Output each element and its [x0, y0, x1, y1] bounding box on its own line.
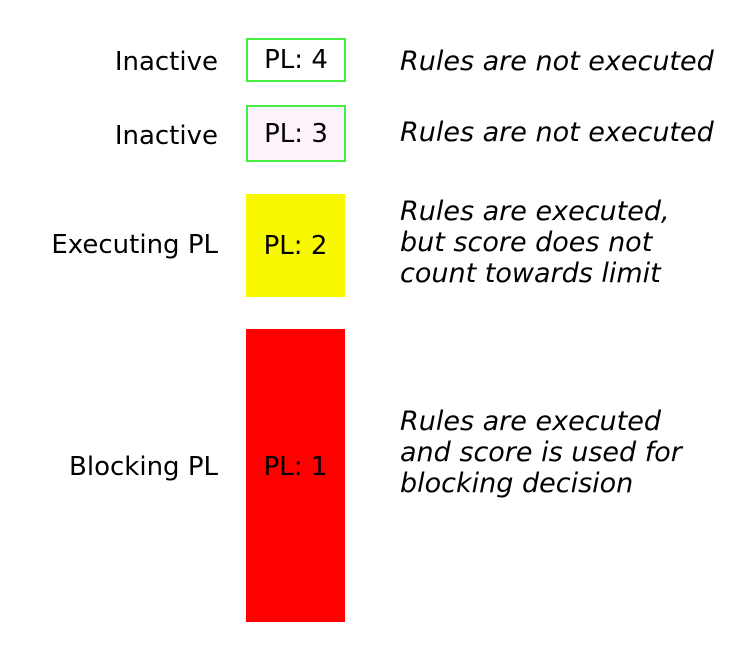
pl1-box: PL: 1 — [246, 329, 345, 622]
pl3-box: PL: 3 — [246, 105, 346, 162]
description-pl3: Rules are not executed — [400, 117, 714, 148]
label-inactive-pl4: Inactive — [114, 47, 218, 77]
pl2-box: PL: 2 — [246, 194, 345, 297]
pl4-box: PL: 4 — [246, 38, 346, 82]
pl4-box-label: PL: 4 — [264, 45, 328, 75]
label-blocking-pl: Blocking PL — [69, 452, 218, 482]
label-inactive-pl3: Inactive — [114, 121, 218, 151]
pl3-box-label: PL: 3 — [264, 118, 328, 149]
pl1-box-label: PL: 1 — [263, 452, 328, 482]
description-pl2: Rules are executed, but score does not c… — [400, 196, 670, 289]
description-pl4: Rules are not executed — [400, 46, 714, 77]
label-executing-pl: Executing PL — [51, 230, 218, 260]
pl2-box-label: PL: 2 — [263, 230, 328, 261]
description-pl1: Rules are executed and score is used for… — [400, 406, 682, 499]
